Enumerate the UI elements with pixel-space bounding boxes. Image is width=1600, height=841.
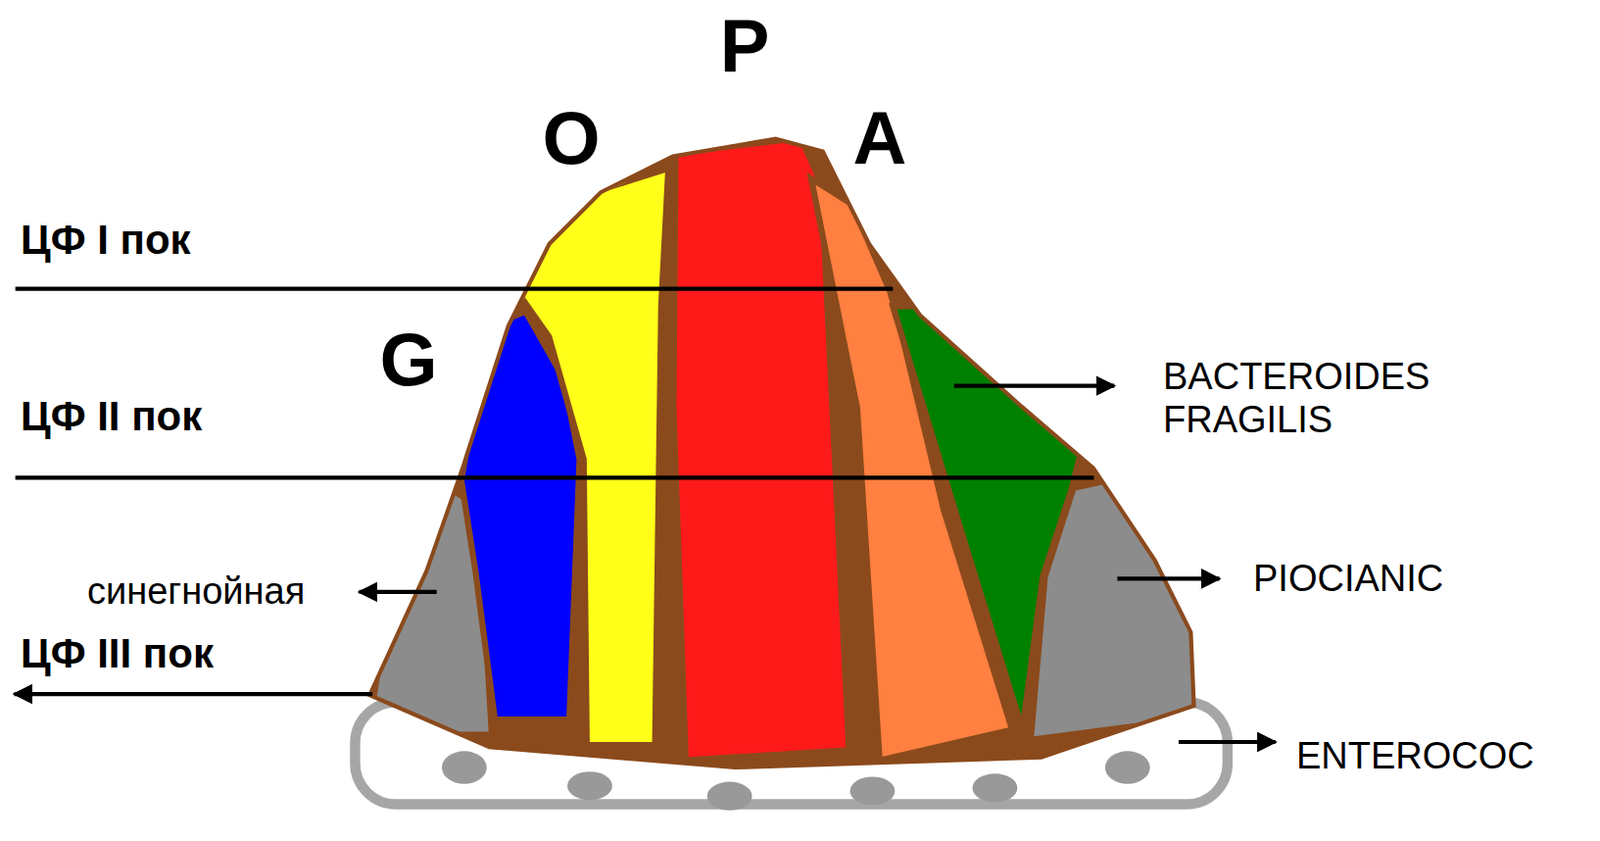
zone-letter: A (853, 95, 908, 181)
zone-letter: G (379, 316, 437, 402)
leader-lines (14, 289, 1276, 742)
organism-label: ENTEROCOC (1296, 734, 1535, 778)
dome (367, 138, 1225, 766)
organism-label: синегнойная (87, 570, 305, 614)
organism-label: BACTEROIDES FRAGILIS (1163, 355, 1506, 441)
level-label: ЦФ III пок (20, 630, 214, 678)
level-label: ЦФ I пок (20, 216, 192, 264)
zone-letter: P (720, 2, 771, 89)
organism-label: PIOCIANIC (1253, 557, 1444, 601)
zone-letter: O (541, 95, 600, 181)
level-label: ЦФ II пок (20, 392, 202, 440)
